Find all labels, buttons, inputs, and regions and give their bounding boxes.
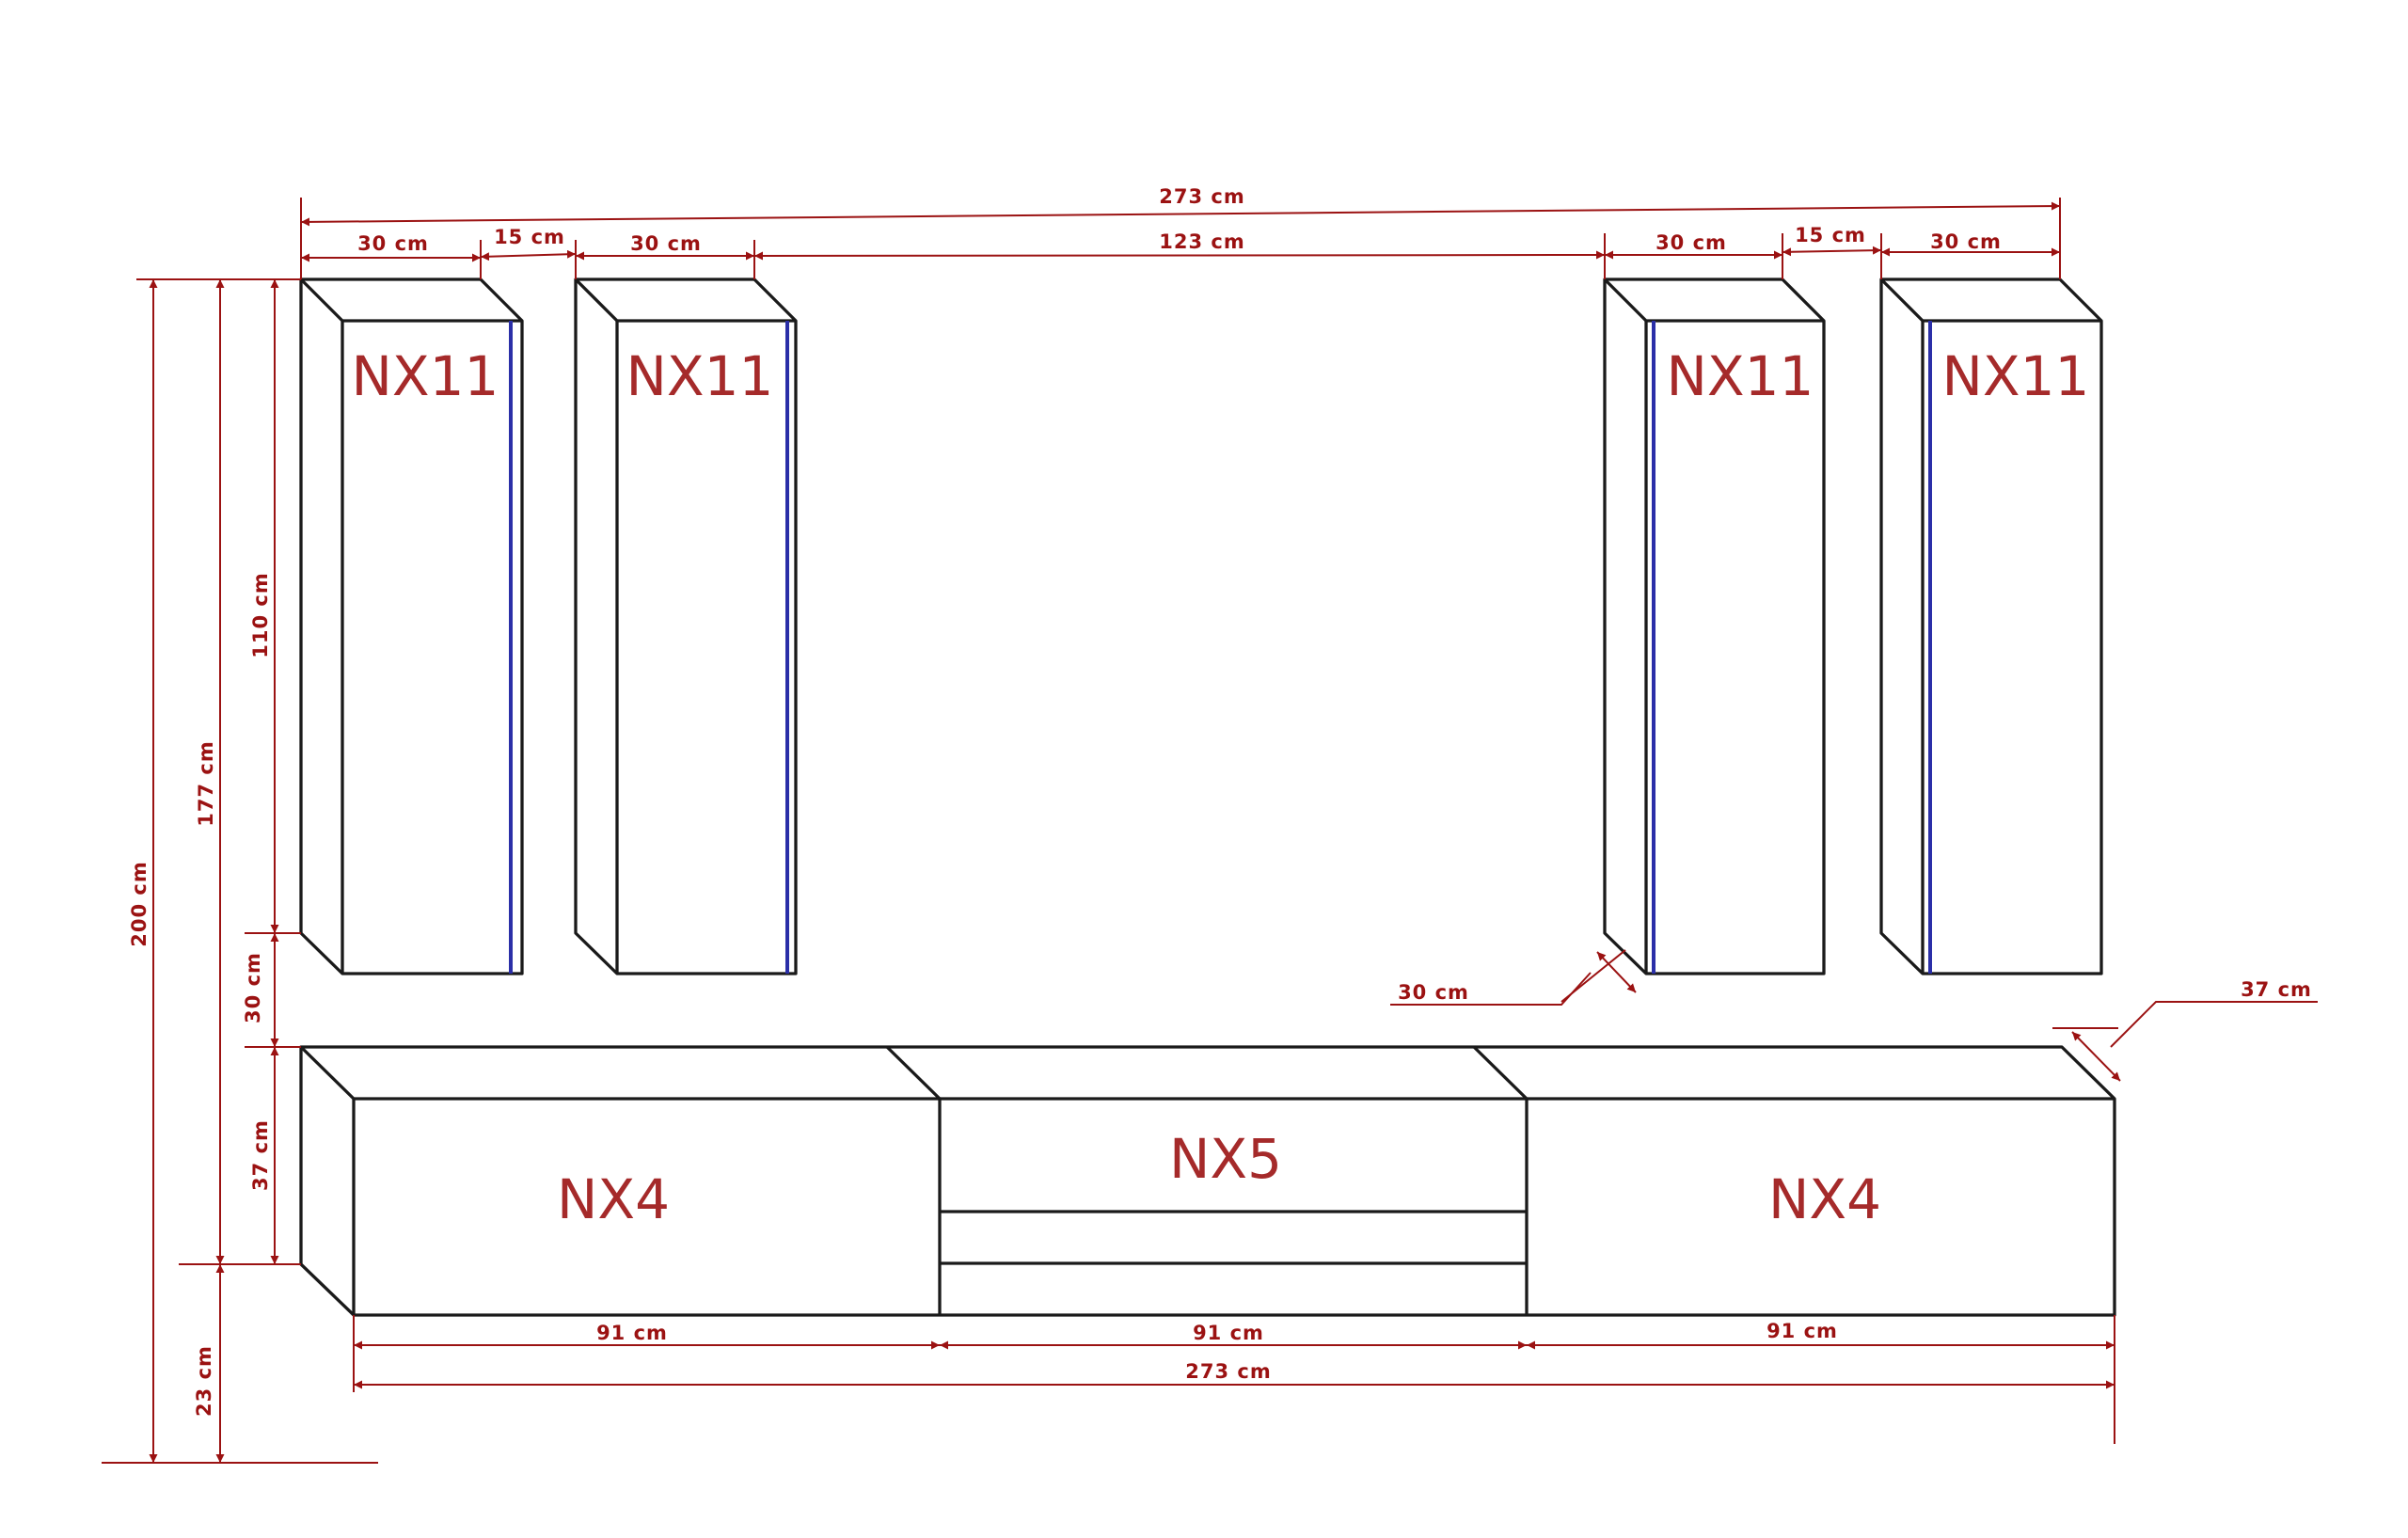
- cabinet-label: NX11: [352, 344, 499, 408]
- dimension-label-cabinet-depth: 30 cm: [1398, 981, 1469, 1004]
- dimension-label-base-height: 37 cm: [249, 1119, 272, 1191]
- base-left-label: NX4: [557, 1167, 670, 1231]
- depth-dimensions: 30 cm 37 cm: [1390, 949, 2318, 1082]
- top-dimensions: 273 cm 30 cm 15 cm 30 cm 123 cm 30 cm 15…: [300, 185, 2061, 279]
- dimension-label-top-middle: 123 cm: [1159, 230, 1244, 253]
- dimension-label-top-w1: 30 cm: [357, 232, 429, 255]
- wall-cabinet-3: NX11: [1603, 277, 1826, 975]
- base-center-label: NX5: [1169, 1127, 1282, 1191]
- dimension-label-top-w2: 30 cm: [630, 232, 702, 255]
- dimension-label-base-w2: 91 cm: [1193, 1322, 1264, 1344]
- dimension-label-top-w3: 30 cm: [1656, 231, 1727, 254]
- wall-cabinet-1: NX11: [299, 277, 524, 975]
- dimension-label-base-w3: 91 cm: [1766, 1320, 1838, 1342]
- dimension-label-base-w1: 91 cm: [596, 1322, 668, 1344]
- cabinet-label: NX11: [1942, 344, 2090, 408]
- tv-base-unit: NX4 NX5 NX4: [299, 1045, 2116, 1317]
- cabinet-label: NX11: [626, 344, 774, 408]
- dimension-label-bottom-total: 273 cm: [1185, 1360, 1271, 1383]
- dimension-label-gap-height: 30 cm: [242, 952, 264, 1023]
- dimension-label-total-height: 200 cm: [128, 861, 150, 946]
- wall-cabinet-2: NX11: [574, 277, 798, 975]
- dimension-line-top-total: [300, 201, 2061, 227]
- cabinet-label: NX11: [1667, 344, 1814, 408]
- dimension-label-top-total: 273 cm: [1159, 185, 1244, 208]
- dimension-label-cabinet-height: 110 cm: [249, 572, 272, 658]
- base-right-label: NX4: [1768, 1167, 1881, 1231]
- dimension-label-top-gap2: 15 cm: [1795, 224, 1866, 246]
- dimension-label-top-gap1: 15 cm: [494, 226, 565, 248]
- bottom-dimensions: 91 cm 91 cm 91 cm 273 cm: [353, 1315, 2115, 1444]
- left-dimensions: 200 cm 177 cm 110 cm 30 cm 37 cm 23 cm: [102, 278, 378, 1464]
- dimension-label-base-depth: 37 cm: [2241, 978, 2312, 1001]
- dimension-label-mount-height: 177 cm: [195, 740, 217, 826]
- dimension-label-top-w4: 30 cm: [1930, 230, 2002, 253]
- dimension-label-floor-clearance: 23 cm: [193, 1345, 215, 1417]
- wall-cabinet-4: NX11: [1879, 277, 2103, 975]
